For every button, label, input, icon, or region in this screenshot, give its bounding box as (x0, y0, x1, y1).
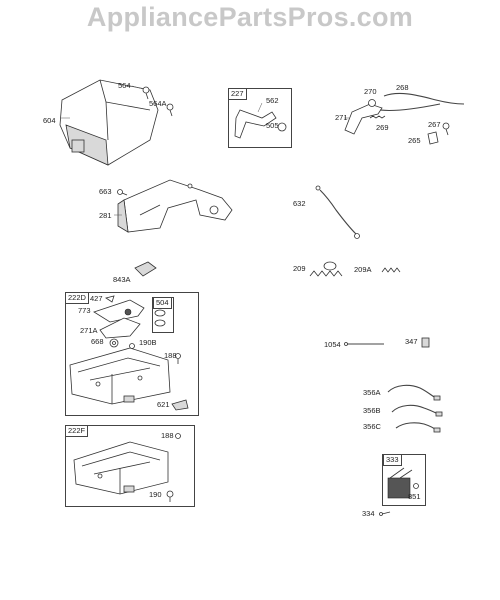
part-356C-wire[interactable] (395, 422, 441, 433)
part-564A-screw[interactable] (166, 103, 174, 117)
label-356A[interactable]: 356A (363, 388, 381, 397)
label-271A[interactable]: 271A (80, 326, 98, 335)
part-222F-base[interactable] (73, 441, 169, 495)
part-1054-rod[interactable] (344, 342, 385, 346)
part-347-clip[interactable] (421, 337, 430, 348)
label-209A[interactable]: 209A (354, 265, 372, 274)
part-188-screw-222F[interactable] (175, 433, 181, 439)
part-271A-bracket[interactable] (99, 317, 141, 339)
label-505[interactable]: 505 (266, 121, 279, 130)
part-427-clip[interactable] (105, 295, 115, 303)
part-265-clip[interactable] (427, 131, 439, 145)
part-281-bracket[interactable] (114, 179, 233, 233)
label-265[interactable]: 265 (408, 136, 421, 145)
label-1054[interactable]: 1054 (324, 340, 341, 349)
part-268-cable[interactable] (379, 92, 465, 112)
kit-222D-box (65, 292, 199, 416)
part-209-spring[interactable] (309, 261, 343, 277)
part-209A-spring[interactable] (381, 267, 401, 273)
label-190[interactable]: 190 (149, 490, 162, 499)
part-356A-wire[interactable] (387, 384, 441, 401)
watermark: AppliancePartsPros.com (86, 2, 414, 32)
label-562[interactable]: 562 (266, 96, 279, 105)
label-271[interactable]: 271 (335, 113, 348, 122)
label-188-a[interactable]: 188 (164, 351, 177, 360)
label-209[interactable]: 209 (293, 264, 306, 273)
part-562-bracket[interactable] (234, 102, 277, 139)
label-356B[interactable]: 356B (363, 406, 381, 415)
label-267[interactable]: 267 (428, 120, 441, 129)
label-347[interactable]: 347 (405, 337, 418, 346)
label-281[interactable]: 281 (99, 211, 112, 220)
part-851-screw[interactable] (413, 483, 419, 489)
label-268[interactable]: 268 (396, 83, 409, 92)
label-564A[interactable]: 564A (149, 99, 167, 108)
kit-333-label[interactable]: 333 (383, 454, 402, 466)
part-505-nut[interactable] (277, 122, 287, 132)
label-851[interactable]: 851 (408, 492, 421, 501)
label-663[interactable]: 663 (99, 187, 112, 196)
label-773[interactable]: 773 (78, 306, 91, 315)
part-663-screw[interactable] (117, 189, 128, 196)
label-621[interactable]: 621 (157, 400, 170, 409)
label-334[interactable]: 334 (362, 509, 375, 518)
label-427[interactable]: 427 (90, 294, 103, 303)
part-334-screw[interactable] (379, 511, 391, 516)
kit-333-box (382, 454, 426, 506)
part-621-clip[interactable] (171, 399, 189, 411)
label-269[interactable]: 269 (376, 123, 389, 132)
part-333-module[interactable] (387, 467, 413, 499)
label-604[interactable]: 604 (43, 116, 56, 125)
part-356B-wire[interactable] (391, 404, 443, 417)
kit-222D-label[interactable]: 222D (65, 292, 89, 304)
part-564-screw[interactable] (131, 85, 150, 100)
kit-504-label[interactable]: 504 (153, 297, 172, 309)
label-356C[interactable]: 356C (363, 422, 381, 431)
label-188-b[interactable]: 188 (161, 431, 174, 440)
part-668-washer[interactable] (109, 338, 119, 348)
label-668[interactable]: 668 (91, 337, 104, 346)
label-190B[interactable]: 190B (139, 338, 157, 347)
kit-222F-box (65, 425, 195, 507)
part-190-screw[interactable] (166, 490, 174, 502)
part-269-spring[interactable] (369, 115, 386, 119)
part-267-screw[interactable] (442, 122, 450, 136)
part-504-washers[interactable] (154, 309, 166, 327)
part-632-cable[interactable] (315, 185, 360, 239)
part-604-cover[interactable] (59, 79, 159, 166)
label-564[interactable]: 564 (118, 81, 131, 90)
kit-222F-label[interactable]: 222F (65, 425, 89, 437)
part-773-lever[interactable] (93, 299, 145, 323)
part-222D-base[interactable] (69, 347, 171, 405)
label-632[interactable]: 632 (293, 199, 306, 208)
part-271-lever[interactable] (344, 103, 383, 135)
part-843A-grommet[interactable] (134, 261, 157, 277)
kit-227-label[interactable]: 227 (228, 88, 247, 100)
part-270-nut[interactable] (368, 99, 376, 107)
label-270[interactable]: 270 (364, 87, 377, 96)
kit-227-box (228, 88, 292, 148)
label-843A[interactable]: 843A (113, 275, 131, 284)
part-188-screw[interactable] (175, 353, 181, 365)
